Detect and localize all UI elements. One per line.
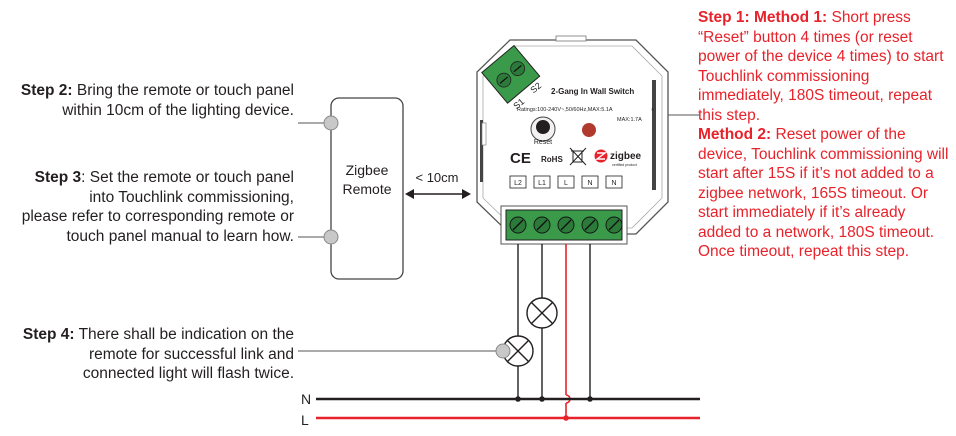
terminal-label-2: L [564, 180, 568, 187]
device-top-tab [555, 35, 587, 42]
zigbee-wordmark: zigbee [610, 151, 642, 162]
method2-label: Method 2: [698, 126, 772, 143]
junction-n-2 [539, 396, 545, 402]
step1-body: Short press “Reset” button 4 times (or r… [698, 9, 944, 124]
terminal-screw-slot-0 [512, 219, 524, 231]
distance-arrow-left-head [405, 189, 414, 199]
terminal-labels: L2 L1 L N N [509, 175, 623, 189]
step2-body: Bring the remote or touch panel within 1… [62, 82, 294, 119]
neutral-label: N [301, 391, 311, 407]
device-ratings: Ratings:100-240V~,50/60Hz,MAX:5.1A [517, 107, 613, 113]
ce-mark: CE [510, 150, 531, 167]
step3-body2: please refer to corresponding remote or … [21, 208, 294, 245]
junction-n-1 [515, 396, 521, 402]
device-title: 2-Gang In Wall Switch [551, 87, 634, 96]
remote-dot-top [323, 115, 339, 131]
zigbee-logo-icon [594, 149, 608, 163]
lamp-icon-1 [526, 297, 558, 329]
step4-text: Step 4: There shall be indication on the… [18, 325, 294, 384]
terminal-label-box-0 [509, 175, 527, 189]
rohs-mark: RoHS [541, 155, 563, 164]
distance-arrow-right-head [462, 189, 471, 199]
terminal-label-3: N [587, 180, 592, 187]
step3-text: Step 3: Set the remote or touch panel in… [18, 168, 294, 246]
terminal-label-box-1 [533, 175, 551, 189]
step4-dot [495, 343, 511, 359]
terminal-label-1: L1 [538, 180, 546, 187]
step3-label: Step 3 [34, 169, 82, 186]
device-max: MAX:1.7A [617, 117, 642, 123]
terminal-screw-slot-1 [536, 219, 548, 231]
zigbee-certified: certified product [612, 163, 637, 167]
step2-label: Step 2: [20, 82, 73, 99]
weee-bin-icon [569, 147, 587, 166]
distance-label: < 10cm [416, 170, 459, 185]
status-led [582, 123, 596, 137]
step1-text: Step 1: Method 1: Short press “Reset” bu… [698, 8, 952, 262]
device-left-slot [481, 122, 487, 146]
step4-label: Step 4: [22, 326, 75, 343]
reset-button-cap[interactable] [536, 120, 550, 134]
terminal-screw-slot-2 [560, 219, 572, 231]
step2-text: Step 2: Bring the remote or touch panel … [18, 81, 294, 120]
step3-body: : Set the remote or touch panel into Tou… [81, 169, 294, 206]
live-label: L [301, 412, 309, 428]
lamp-icon-2 [502, 335, 534, 367]
terminal-screw-slot-3 [584, 219, 596, 231]
reset-label: Reset [534, 139, 552, 146]
remote-dot-bottom [323, 229, 339, 245]
device-inner-outline [482, 45, 663, 229]
junction-l [563, 415, 569, 421]
terminal-label-box-4 [605, 175, 623, 189]
remote-label-line1: Zigbee [346, 162, 389, 178]
terminal-screws [509, 216, 623, 234]
step4-body: There shall be indication on the remote … [74, 326, 294, 382]
terminal-screw-slot-4 [608, 219, 620, 231]
terminal-label-4: N [611, 180, 616, 187]
bulb-icon-1: ♁ [650, 106, 655, 113]
step1-label: Step 1: Method 1: [698, 9, 828, 26]
zigbee-remote [330, 97, 404, 280]
terminal-label-box-3 [581, 175, 599, 189]
method2-body: Reset power of the device, Touchlink com… [698, 126, 949, 260]
s-terminal-block [481, 44, 541, 104]
terminal-label-0: L2 [514, 180, 522, 187]
remote-label-line2: Remote [342, 181, 391, 197]
terminal-label-box-2 [557, 175, 575, 189]
device-right-bar [652, 80, 656, 190]
junction-n-3 [587, 396, 593, 402]
device-left-bar [480, 120, 483, 182]
